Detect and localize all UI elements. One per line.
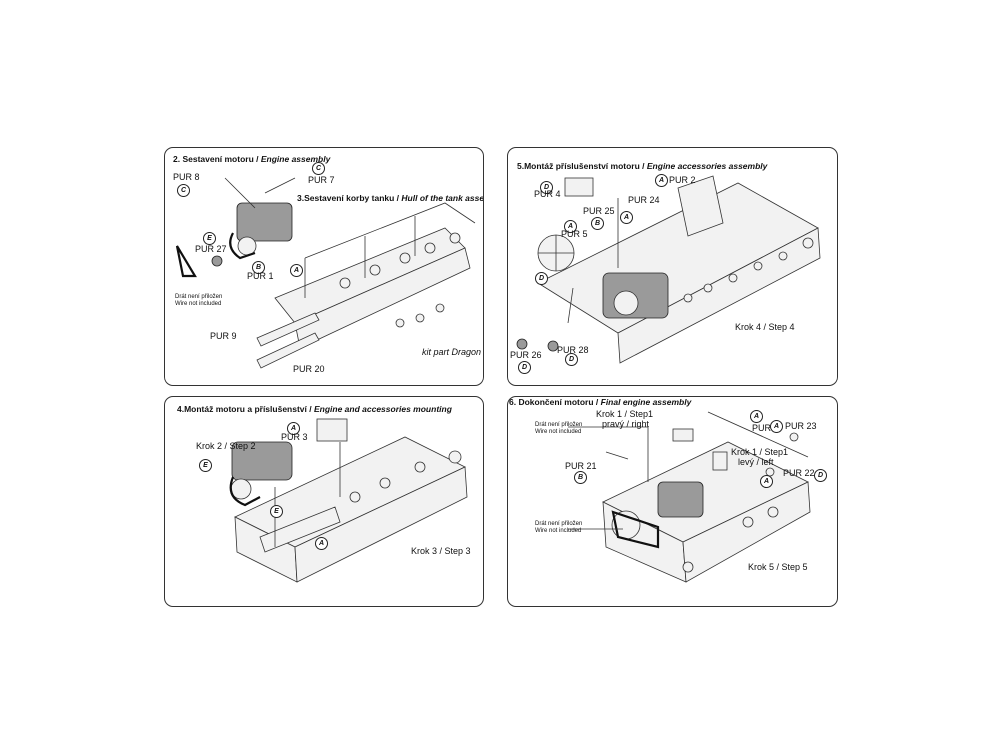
hull-side <box>294 466 468 583</box>
ref-marker: B <box>591 217 604 230</box>
step-label: pravý / right <box>602 419 650 429</box>
part-label: PUR 23 <box>785 421 817 431</box>
step-label: Krok 1 / Step1 <box>596 409 654 419</box>
step-label: levý / left <box>738 457 774 467</box>
engine-block <box>657 481 704 518</box>
part-label: PUR 9 <box>210 331 237 341</box>
ref-marker: B <box>252 261 265 274</box>
part-label: PUR 6 <box>752 423 779 433</box>
panel-title: 6. Dokončení motoru / Final engine assem… <box>509 397 692 407</box>
ref-marker: A <box>760 475 773 488</box>
ref-marker: A <box>287 422 300 435</box>
panel-engine-assembly: 2. Sestavení motoru / Engine assembly 3.… <box>164 147 484 386</box>
ref-marker: A <box>620 211 633 224</box>
step1-right-part <box>672 428 694 442</box>
ref-marker: A <box>315 537 328 550</box>
pur2-box <box>677 175 724 237</box>
part-label: PUR 28 <box>557 345 589 355</box>
panel-engine-mounting: 4.Montáž motoru a příslušenství / Engine… <box>164 396 484 607</box>
ref-marker: C <box>312 162 325 175</box>
accessories-drawing <box>516 175 821 364</box>
part-label: PUR 7 <box>308 175 335 185</box>
part-label: PUR 21 <box>565 461 597 471</box>
part-label: PUR 20 <box>293 364 325 374</box>
part-label: PUR 3 <box>281 432 308 442</box>
part-label: PUR 8 <box>173 172 200 182</box>
ref-marker: E <box>203 232 216 245</box>
engine-block <box>231 441 293 481</box>
part-label: PUR 27 <box>195 244 227 254</box>
panel-final-engine-assembly: 6. Dokončení motoru / Final engine assem… <box>507 396 838 607</box>
pur20-strip <box>256 332 320 369</box>
step-label-left: Krok 2 / Step 2 <box>196 441 256 451</box>
ref-marker: E <box>199 459 212 472</box>
step-label: Krok 5 / Step 5 <box>748 562 808 572</box>
ref-marker: B <box>574 471 587 484</box>
final-assembly-drawing <box>568 411 811 583</box>
panel-engine-accessories: 5.Montáž příslušenství motoru / Engine a… <box>507 147 838 386</box>
kit-note: kit part Dragon <box>422 347 482 357</box>
part-label: PUR 22 <box>783 468 815 478</box>
wire-belt <box>175 245 197 278</box>
pur22-part <box>712 451 728 471</box>
panel-title: 5.Montáž příslušenství motoru / Engine a… <box>517 161 768 171</box>
pur4-box <box>564 177 594 197</box>
part-label: PUR 1 <box>247 271 274 281</box>
ref-marker: C <box>177 184 190 197</box>
ref-marker: D <box>814 469 827 482</box>
ref-marker: D <box>565 353 578 366</box>
panel-title: 4.Montáž motoru a příslušenství / Engine… <box>177 404 452 414</box>
ref-marker: A <box>750 410 763 423</box>
hull-floor-plate <box>294 247 471 349</box>
step-label: Krok 3 / Step 3 <box>411 546 471 556</box>
pur3-box <box>316 418 348 442</box>
ref-marker: E <box>270 505 283 518</box>
part-label: PUR 25 <box>583 206 615 216</box>
pur9-strip <box>256 312 320 347</box>
engine-hull-drawing <box>175 177 476 369</box>
step-label: Krok 1 / Step1 <box>731 447 789 457</box>
ref-marker: A <box>770 420 783 433</box>
part-label: PUR 24 <box>628 195 660 205</box>
ref-marker: D <box>535 272 548 285</box>
step-label: Krok 4 / Step 4 <box>735 322 795 332</box>
part-label: PUR 2 <box>669 175 696 185</box>
panel-title: 2. Sestavení motoru / Engine assembly <box>173 154 331 164</box>
mounting-drawing <box>229 418 468 583</box>
ref-marker: D <box>540 181 553 194</box>
ref-marker: A <box>655 174 668 187</box>
engine-block <box>236 202 293 242</box>
panel-subtitle: 3.Sestavení korby tanku / Hull of the ta… <box>297 193 484 203</box>
part-label: PUR 4 <box>534 189 561 199</box>
ref-marker: A <box>290 264 303 277</box>
part-label: PUR 5 <box>561 229 588 239</box>
ref-marker: D <box>518 361 531 374</box>
part-label: PUR 26 <box>510 350 542 360</box>
pur23-part <box>789 432 799 442</box>
hull-side <box>617 227 821 364</box>
engine-bracket <box>259 506 341 553</box>
ref-marker: A <box>564 220 577 233</box>
engine-pulley <box>237 236 257 256</box>
